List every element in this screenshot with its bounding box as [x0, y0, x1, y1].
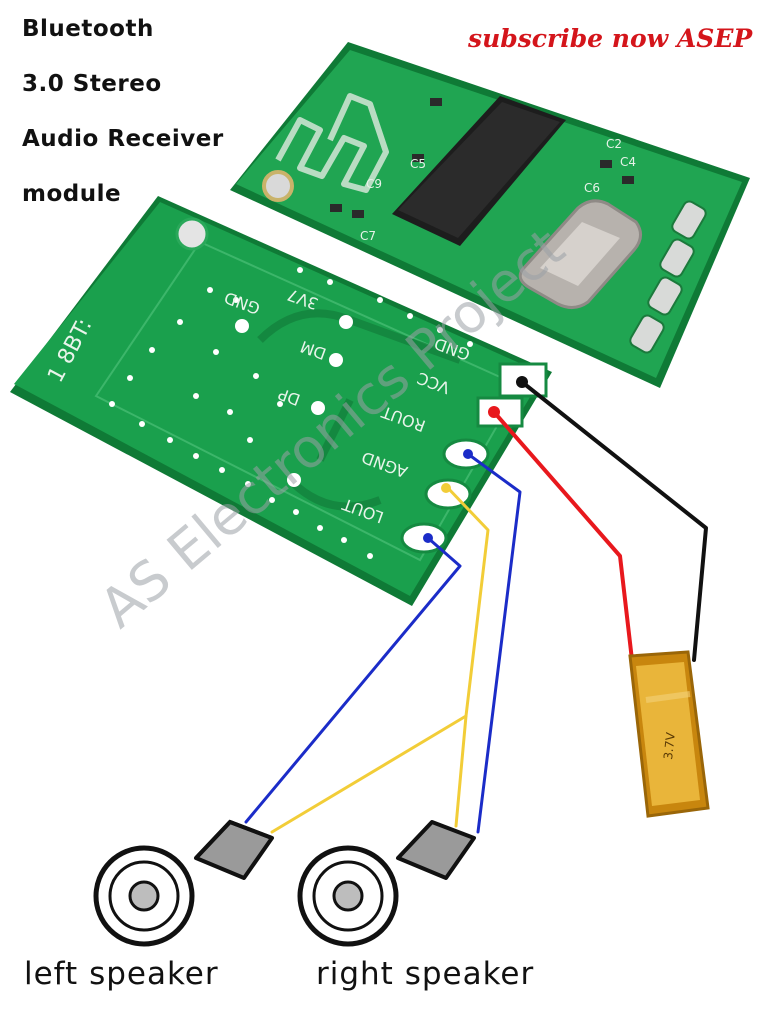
- title-line-3: Audio Receiver: [22, 126, 224, 152]
- label-c9: C9: [366, 177, 382, 191]
- wire-red-vcc: [492, 410, 634, 662]
- mount-hole-bottom: [175, 217, 209, 251]
- right-speaker: [297, 820, 476, 947]
- smd-components: [330, 98, 634, 218]
- lipo-battery: 3.7V: [628, 650, 710, 818]
- pad-extra: [287, 473, 301, 487]
- label-c2: C2: [606, 137, 622, 151]
- pad-3v7: [339, 315, 353, 329]
- pad-dp: [311, 401, 325, 415]
- dot-gnd: [516, 376, 528, 388]
- header-pads: [629, 200, 707, 354]
- label-c7: C7: [360, 229, 376, 243]
- label-c6: C6: [584, 181, 600, 195]
- dot-agnd: [441, 483, 451, 493]
- wire-yellow-left: [270, 714, 468, 834]
- right-speaker-label: right speaker: [316, 956, 535, 992]
- label-c5: C5: [410, 157, 426, 171]
- dot-vcc: [488, 406, 500, 418]
- crystal-oscillator: [518, 199, 642, 309]
- title-line-2: 3.0 Stereo: [22, 71, 162, 97]
- subscribe-text: subscribe now ASEP: [468, 24, 753, 53]
- dot-lout: [423, 533, 433, 543]
- vias: [109, 267, 473, 559]
- wire-blue-right: [466, 452, 522, 834]
- wire-yellow-right: [444, 484, 490, 828]
- title-line-4: module: [22, 181, 122, 207]
- wire-black-gnd: [520, 380, 708, 662]
- wire-blue-left: [244, 536, 462, 824]
- dot-rout: [463, 449, 473, 459]
- wires: [244, 380, 708, 834]
- board-top: C9 C5 C6 C7 C2 C4: [230, 42, 750, 388]
- pad-gnd-top: [235, 319, 249, 333]
- label-c4: C4: [620, 155, 636, 169]
- mount-hole-top: [262, 170, 294, 202]
- battery-label: 3.7V: [661, 731, 678, 760]
- left-speaker: [93, 819, 274, 947]
- antenna-trace: [275, 93, 389, 193]
- title-line-1: Bluetooth: [22, 16, 154, 42]
- left-speaker-label: left speaker: [24, 956, 219, 992]
- pad-dm: [329, 353, 343, 367]
